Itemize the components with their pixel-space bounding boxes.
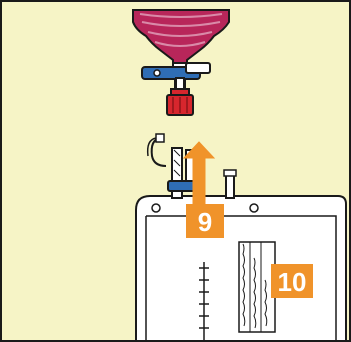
- step-10-badge: 10: [271, 264, 313, 298]
- step-10-number: 10: [278, 267, 307, 297]
- step-9-badge: 9: [186, 204, 224, 238]
- step-9-number: 9: [198, 207, 212, 237]
- cap-icon: [166, 88, 194, 116]
- bag-icon: [135, 195, 347, 342]
- bag-label: [238, 241, 276, 333]
- bag-port-icon: [146, 133, 237, 199]
- measurement-scale: [199, 262, 209, 340]
